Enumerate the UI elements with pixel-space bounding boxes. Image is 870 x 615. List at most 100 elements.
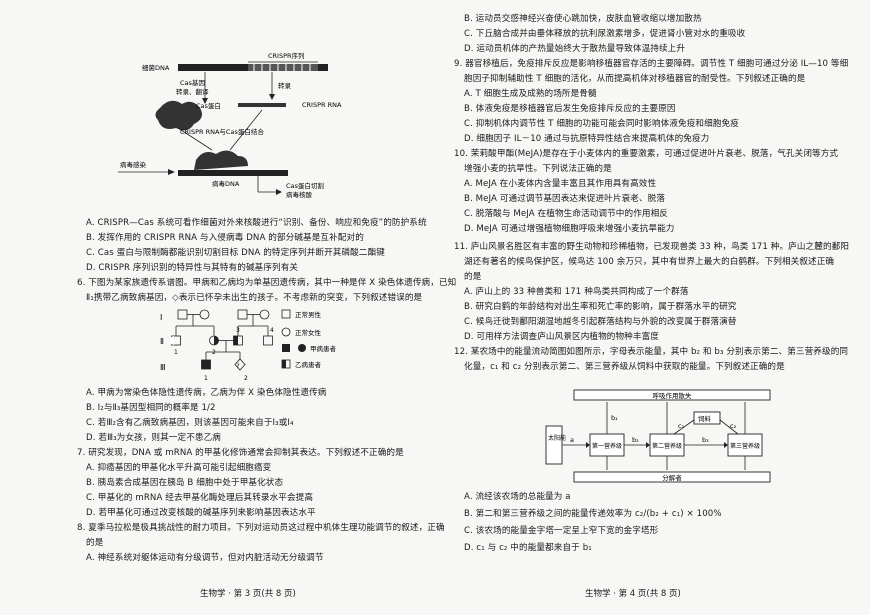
svg-text:?: ?: [236, 363, 239, 370]
q12-option-d: D. c₁ 与 c₂ 中的能量都来自于 b₁: [464, 543, 592, 553]
bacterial-dna-label: 细菌DNA: [142, 63, 170, 72]
svg-text:a: a: [570, 436, 574, 444]
page-3: CRISPR序列 细菌DNA Cas基因 转录、翻译 Cas蛋白 转录 CRIS…: [77, 51, 456, 599]
crispr-rna-bar: [238, 103, 286, 107]
transcribe-label: 转录: [278, 81, 292, 90]
page-footer-right: 生物学 · 第 4 页(共 8 页): [585, 589, 681, 599]
q10-option-b: B. MeJA 可通过调节基因表达来促进叶片衰老、脱落: [464, 194, 666, 204]
q11-stem-line1: 11. 庐山风景名胜区有丰富的野生动物和珍稀植物，已发现兽类 33 种，鸟类 1…: [454, 242, 850, 252]
cut-note-1: Cas蛋白切割: [286, 181, 324, 190]
feed-box: [693, 411, 721, 425]
level1-label: 第一营养级: [592, 442, 622, 450]
combine-label: CRISPR RNA与Cas蛋白结合: [180, 127, 264, 136]
q6-option-d: D. 若Ⅲ₃为女孩，则其一定不患乙病: [86, 433, 221, 443]
svg-text:1: 1: [174, 349, 178, 356]
respiration-box: [573, 389, 771, 401]
q6-option-c: C. 若Ⅲ₂含有乙病致病基因，则该基因可能来自于Ⅰ₃或Ⅰ₄: [86, 418, 294, 428]
q9-stem-line2: 胞因子抑制辅助性 T 细胞的活化，从而提高机体对移植器官的耐受性。下列叙述正确的…: [464, 74, 806, 84]
q12-option-c: C. 该农场的能量金字塔一定呈上窄下宽的金字塔形: [464, 526, 659, 536]
pedigree-chart: Ⅰ Ⅱ Ⅲ: [160, 309, 337, 382]
q8-stem-line1: 8. 夏季马拉松是极具挑战性的耐力项目。下列对运动员这过程中机体生理功能调节的叙…: [77, 523, 445, 533]
legend-disease-a: 甲病患者: [310, 344, 337, 353]
gen-label-2: Ⅱ: [160, 337, 164, 346]
energy-flow-figure: 呼吸作用散失 太阳能 第一营养级 第二营养级 饲料 第三营养级 分解者: [545, 389, 771, 483]
transcribe-translate-label: 转录、翻译: [176, 87, 209, 96]
level3-label: 第三营养级: [730, 442, 760, 450]
gen-label-3: Ⅲ: [160, 363, 166, 372]
q10-option-c: C. 脱落酸与 MeJA 在植物生命活动调节中的作用相反: [464, 209, 668, 219]
q6-stem-line2: Ⅱ₁携带乙病致病基因，◇表示已怀孕未出生的孩子。不考虑新的突变，下列叙述错误的是: [86, 293, 423, 303]
svg-text:c₂: c₂: [730, 422, 737, 430]
q12-stem-line2: 化量，c₁ 和 c₂ 分别表示第二、第三营养级从饲料中获取的能量。下列叙述正确的…: [464, 362, 785, 372]
cas-gene-label: Cas基因: [180, 78, 205, 87]
q11-option-a: A. 庐山上的 33 种兽类和 171 种鸟类共同构成了一个群落: [464, 287, 689, 297]
q8-stem-line2: 的是: [86, 538, 104, 548]
cas-protein-label: Cas蛋白: [196, 101, 221, 110]
legend-normal-female: 正常女性: [295, 328, 322, 337]
cas-protein-shape: [155, 100, 202, 131]
gen-label-1: Ⅰ: [160, 313, 162, 322]
crispr-seq-label: CRISPR序列: [268, 51, 305, 60]
svg-text:b₃: b₃: [702, 436, 709, 444]
q9-option-c: C. 抑制机体内调节性 T 细胞的功能可能会同时影响体液免疫和细胞免疫: [464, 119, 739, 129]
q12-option-a: A. 流经该农场的总能量为 a: [464, 492, 571, 502]
q12-option-b: B. 第二和第三营养级之间的能量传递效率为 c₂/(b₂ + c₁) × 100…: [464, 509, 722, 519]
decomposer-label: 分解者: [662, 473, 682, 482]
svg-text:3: 3: [236, 327, 240, 334]
svg-text:4: 4: [270, 327, 274, 334]
legend-disease-b: 乙病患者: [295, 360, 322, 369]
q9-option-b: B. 体液免疫是移植器官后发生免疫排斥反应的主要原因: [464, 104, 676, 114]
q5-option-b: B. 发挥作用的 CRISPR RNA 与入侵病毒 DNA 的部分碱基是互补配对…: [86, 233, 364, 243]
decomposer-box: [573, 471, 771, 483]
q8-option-b: B. 运动员交感神经兴奋使心跳加快，皮肤血管收缩以增加散热: [464, 14, 702, 24]
q7-option-b: B. 胰岛素合成基因在胰岛 B 细胞中处于甲基化状态: [86, 478, 284, 488]
svg-text:1: 1: [204, 375, 208, 382]
svg-text:2: 2: [244, 375, 248, 382]
sun-label: 太阳能: [548, 434, 566, 442]
q9-option-a: A. T 细胞生成及成熟的场所是骨髓: [464, 89, 597, 99]
q8-option-d: D. 运动员机体的产热量始终大于散热量导致体温持续上升: [464, 44, 686, 54]
q7-option-a: A. 抑癌基因的甲基化水平升高可能引起细胞癌变: [86, 463, 272, 473]
q5-option-c: C. Cas 蛋白与限制酶都能识别切割目标 DNA 的特定序列并断开其磷酸二酯键: [86, 248, 385, 258]
q5-option-d: D. CRISPR 序列识别的特异性与其特有的碱基序列有关: [86, 263, 299, 273]
respiration-label: 呼吸作用散失: [653, 391, 693, 400]
q11-stem-line2: 湖还有著名的候鸟保护区，候鸟达 100 余万只，其中有世界上最大的白鹤群。下列相…: [464, 257, 835, 267]
cut-note-2: 病毒核酸: [286, 190, 313, 199]
svg-text:2: 2: [212, 349, 216, 356]
page-footer-left: 生物学 · 第 3 页(共 8 页): [200, 589, 296, 599]
svg-text:b₁: b₁: [611, 414, 618, 422]
page-4: B. 运动员交感神经兴奋使心跳加快，皮肤血管收缩以增加散热 C. 下丘脑合成并由…: [440, 0, 870, 615]
q5-option-a: A. CRISPR—Cas 系统可看作细菌对外来核酸进行“识别、备份、响应和免疫…: [86, 218, 427, 228]
q11-stem-line3: 的是: [464, 272, 482, 282]
q9-stem-line1: 9. 器官移植后，免疫排斥反应是影响移植器官存活的主要障碍。调节性 T 细胞可通…: [454, 59, 849, 69]
q6-option-b: B. Ⅰ₂与Ⅱ₃基因型相同的概率是 1/2: [86, 403, 216, 413]
q6-stem-line1: 6. 下图为某家族遗传系谱图。甲病和乙病均为单基因遗传病，其中一种是伴 X 染色…: [77, 278, 457, 288]
sun-box: [545, 425, 563, 465]
q11-option-b: B. 研究白鹤的年龄结构对出生率和死亡率的影响，属于群落水平的研究: [464, 302, 737, 312]
q8-option-c: C. 下丘脑合成并由垂体释放的抗利尿激素增多，促进肾小管对水的重吸收: [464, 29, 746, 39]
q11-option-c: C. 候鸟迁徙到鄱阳湖湿地越冬引起群落结构与外貌的改变属于群落演替: [464, 317, 737, 327]
crispr-figure: CRISPR序列 细菌DNA Cas基因 转录、翻译 Cas蛋白 转录 CRIS…: [118, 51, 342, 199]
q7-stem: 7. 研究发现，DNA 或 mRNA 的甲基化修饰通常会抑制其表达。下列叙述不正…: [77, 448, 404, 458]
q7-option-d: D. 若甲基化可通过改变核酸的碱基序列来影响基因表达水平: [86, 508, 316, 518]
svg-text:b₂: b₂: [632, 436, 639, 444]
virus-infect-label: 病毒感染: [120, 160, 147, 169]
crispr-rna-label: CRISPR RNA: [302, 101, 342, 109]
q10-option-d: D. MeJA 可通过增强植物细胞呼吸来增强小麦抗旱能力: [464, 224, 675, 234]
legend-normal-male: 正常男性: [295, 310, 322, 319]
q8-option-a: A. 神经系统对躯体运动有分级调节，但对内脏活动无分级调节: [86, 553, 324, 563]
q9-option-d: D. 细胞因子 IL－10 通过与抗原特异性结合来提高机体的免疫力: [464, 134, 710, 144]
virus-dna-label: 病毒DNA: [212, 179, 240, 188]
q10-stem-line1: 10. 茉莉酸甲酯(MeJA)是存在于小麦体内的重要激素，可通过促进叶片衰老、脱…: [454, 149, 839, 159]
q11-option-d: D. 可用样方法调查庐山风景区内植物的物种丰富度: [464, 332, 659, 342]
q6-option-a: A. 甲病为常染色体隐性遗传病，乙病为伴 X 染色体隐性遗传病: [86, 388, 327, 398]
q10-stem-line2: 增强小麦的抗旱性。下列说法正确的是: [464, 164, 612, 174]
level2-label: 第二营养级: [652, 442, 682, 450]
q10-option-a: A. MeJA 在小麦体内含量丰富且其作用具有高效性: [464, 179, 657, 189]
complex-shape: [194, 150, 248, 170]
virus-dna-bar: [178, 170, 288, 176]
q7-option-c: C. 甲基化的 mRNA 经去甲基化酶处理后其转录水平会提高: [86, 493, 314, 503]
q12-stem-line1: 12. 某农场中的能量流动简图如图所示，字母表示能量，其中 b₂ 和 b₃ 分别…: [454, 347, 849, 357]
svg-text:c₁: c₁: [678, 422, 685, 430]
